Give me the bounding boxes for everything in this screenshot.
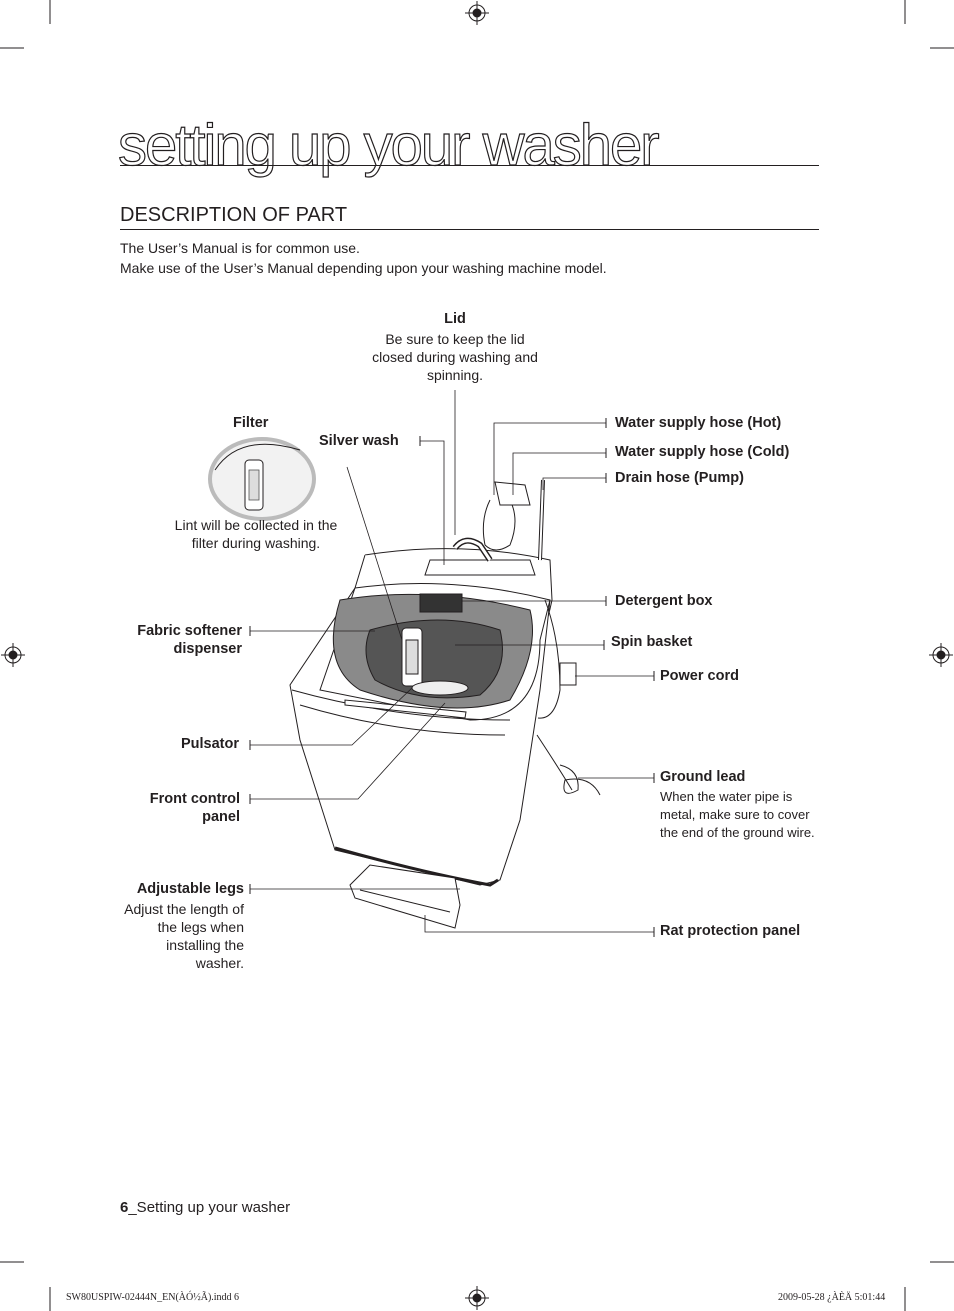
fabric-softener-label-1: Fabric softener	[137, 623, 242, 639]
ground-lead-callout: Ground lead When the water pipe is metal…	[660, 768, 830, 842]
water-hot-label: Water supply hose (Hot)	[615, 415, 782, 431]
front-panel-callout: Front control panel	[100, 790, 240, 826]
registration-mark-bottom	[465, 1286, 489, 1310]
front-panel-label-2: panel	[202, 809, 240, 825]
silver-wash-label: Silver wash	[319, 433, 399, 449]
registration-mark-right	[929, 643, 953, 667]
intro-text: The User’s Manual is for common use. Mak…	[120, 238, 607, 278]
intro-line-2: Make use of the User’s Manual depending …	[120, 260, 607, 276]
spin-basket-label: Spin basket	[611, 634, 693, 650]
page-title: setting up your washer	[117, 112, 660, 178]
detergent-box-label: Detergent box	[615, 593, 713, 609]
adjustable-legs-callout: Adjustable legs Adjust the length of the…	[120, 880, 244, 972]
registration-mark-left	[1, 643, 25, 667]
drain-hose-label: Drain hose (Pump)	[615, 470, 744, 486]
adjustable-legs-description: Adjust the length of the legs when insta…	[124, 901, 244, 971]
slug-file: SW80USPIW-02444N_EN(ÀÓ½Ã).indd 6	[66, 1292, 240, 1303]
ground-lead-label: Ground lead	[660, 769, 746, 785]
registration-mark-top	[465, 1, 489, 25]
washer-illustration	[289, 479, 601, 929]
leader-ticks	[249, 418, 655, 937]
filter-inset-illustration	[208, 437, 316, 521]
ground-lead-description: When the water pipe is metal, make sure …	[660, 789, 815, 840]
leader-lines	[250, 390, 654, 933]
section-heading: DESCRIPTION OF PART	[120, 204, 348, 226]
section-rule	[120, 229, 819, 230]
lid-description: Be sure to keep the lid closed during wa…	[372, 331, 538, 383]
water-cold-label: Water supply hose (Cold)	[615, 444, 790, 460]
filter-label: Filter	[233, 415, 269, 431]
slug-date: 2009-05-28 ¿ÀÈÄ 5:01:44	[778, 1292, 886, 1303]
page-footer: 6_Setting up your washer	[120, 1199, 290, 1216]
page-number: 6	[120, 1199, 129, 1216]
title-rule	[120, 165, 819, 166]
footer-section: _Setting up your washer	[128, 1199, 291, 1216]
lid-label: Lid	[444, 311, 466, 327]
power-cord-label: Power cord	[660, 668, 739, 684]
front-panel-label-1: Front control	[149, 791, 240, 807]
lid-callout: Lid Be sure to keep the lid closed durin…	[365, 310, 545, 384]
fabric-softener-callout: Fabric softener dispenser	[100, 622, 242, 658]
filter-description: Lint will be collected in the filter dur…	[174, 517, 338, 551]
rat-panel-label: Rat protection panel	[660, 923, 801, 939]
adjustable-legs-label: Adjustable legs	[136, 881, 244, 897]
fabric-softener-label-2: dispenser	[173, 641, 243, 657]
pulsator-label: Pulsator	[181, 736, 240, 752]
intro-line-1: The User’s Manual is for common use.	[120, 240, 360, 256]
